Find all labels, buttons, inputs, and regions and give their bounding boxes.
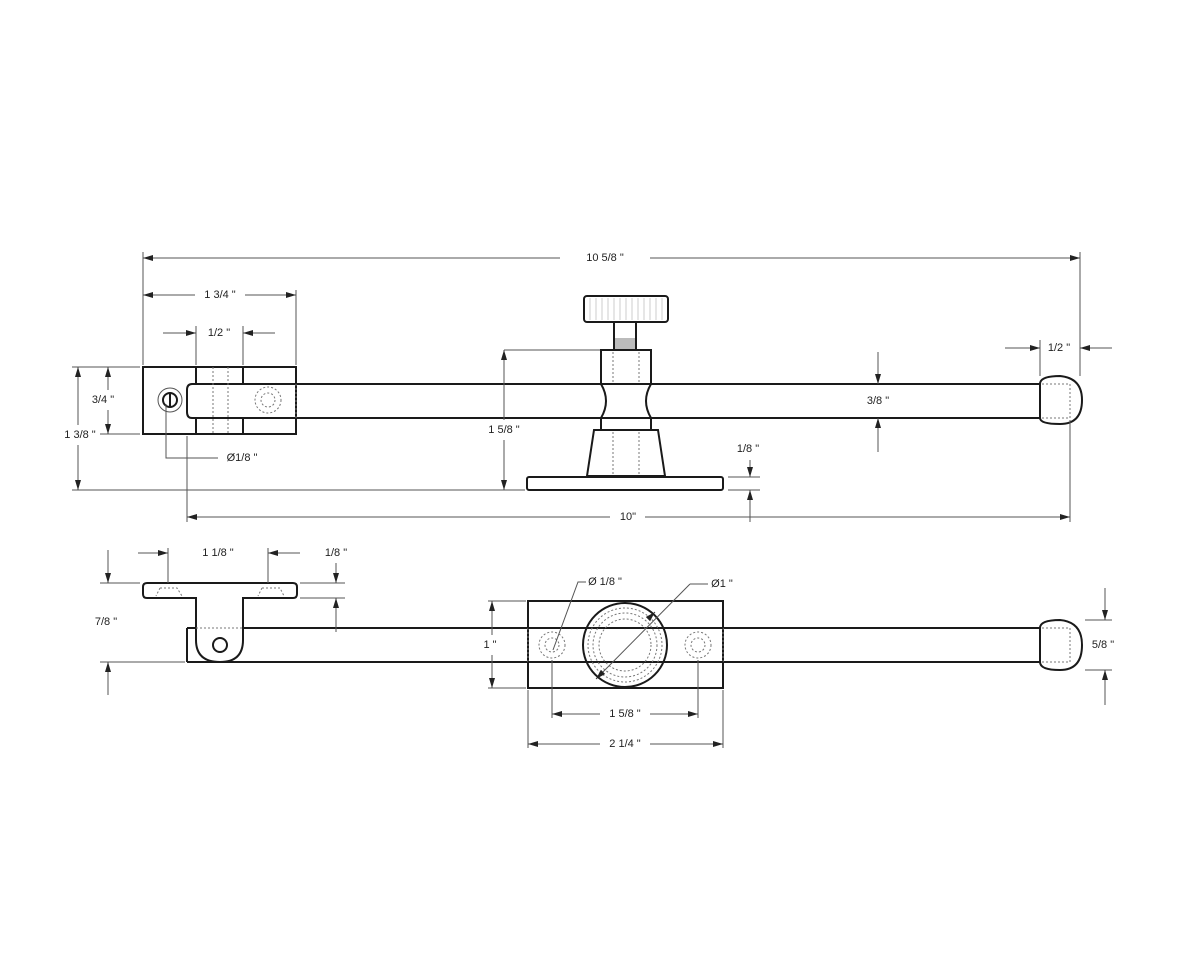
dim-bar-width: 3/8 " bbox=[867, 395, 889, 407]
dim-plate-hole-spacing: 1 1/8 " bbox=[202, 547, 234, 559]
dim-post-height: 1 5/8 " bbox=[488, 424, 520, 436]
dim-hole-spacing: 1 5/8 " bbox=[609, 708, 641, 720]
dim-ball-dia: 5/8 " bbox=[1092, 639, 1114, 651]
dim-base-length: 2 1/4 " bbox=[609, 738, 641, 750]
stay-bar bbox=[196, 383, 1040, 419]
dim-bracket-height: 3/4 " bbox=[92, 394, 114, 406]
side-view: 1 1/8 " 1/8 " 7/8 " 1 " 1 5/8 " 2 1/4 " … bbox=[95, 547, 1114, 750]
top-view: 10 5/8 " 1 3/4 " 1/2 " 3/4 " 1 3/8 " Ø1/… bbox=[64, 252, 1112, 523]
dim-hole-dia: Ø 1/8 " bbox=[588, 576, 622, 588]
knuckle-top bbox=[195, 366, 244, 385]
dim-bracket-height-side: 7/8 " bbox=[95, 616, 117, 628]
dim-boss-dia: Ø1 " bbox=[711, 578, 733, 590]
knuckle-bottom bbox=[195, 417, 244, 435]
dim-ball-length: 1/2 " bbox=[1048, 342, 1070, 354]
mounting-bracket bbox=[142, 582, 298, 664]
dim-plate-thickness: 1/8 " bbox=[325, 547, 347, 559]
dim-overall-length: 10 5/8 " bbox=[586, 252, 624, 264]
boss bbox=[582, 602, 668, 688]
dim-base-width: 1 " bbox=[483, 639, 496, 651]
post-cone bbox=[585, 429, 667, 477]
dim-bar-length: 10" bbox=[620, 511, 636, 523]
screw-hole-left bbox=[538, 631, 566, 659]
base-block bbox=[527, 600, 724, 689]
ball-end-side bbox=[1039, 618, 1084, 672]
pin-hole bbox=[162, 392, 178, 408]
bar-end bbox=[186, 383, 196, 419]
pin-hole-outer bbox=[157, 387, 183, 413]
base-plate bbox=[526, 476, 724, 491]
pivot-hole bbox=[212, 637, 228, 653]
rivet-hidden bbox=[254, 386, 282, 414]
dim-pin-hole: Ø1/8 " bbox=[227, 452, 258, 464]
dim-base-thickness: 1/8 " bbox=[737, 443, 759, 455]
dim-knuckle-width: 1/2 " bbox=[208, 327, 230, 339]
stay-bar-side bbox=[186, 627, 1040, 663]
dim-total-height: 1 3/8 " bbox=[64, 429, 96, 441]
screw-hole-right bbox=[684, 631, 712, 659]
ball-end bbox=[1039, 374, 1084, 426]
dim-bracket-length: 1 3/4 " bbox=[204, 289, 236, 301]
thread bbox=[615, 338, 635, 350]
